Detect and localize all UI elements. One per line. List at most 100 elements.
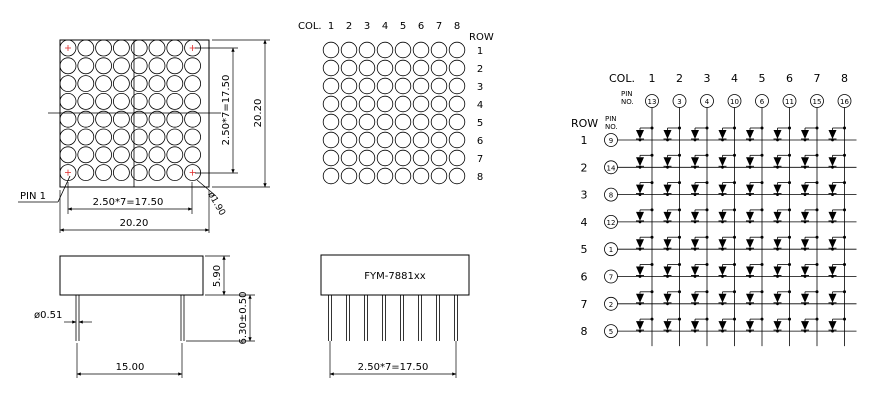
front-dot bbox=[113, 57, 130, 75]
led-triangle bbox=[801, 211, 809, 221]
led-diode bbox=[746, 317, 764, 333]
led-diode bbox=[691, 263, 709, 278]
led-diode bbox=[691, 208, 709, 224]
junction-dot bbox=[803, 329, 807, 333]
pin-dim-label: 2.50*7=17.50 bbox=[358, 362, 429, 373]
led-triangle bbox=[663, 184, 672, 194]
grid-dot bbox=[394, 113, 412, 131]
front-dot bbox=[59, 93, 77, 110]
pin-side-body bbox=[320, 254, 470, 296]
led-triangle bbox=[718, 321, 727, 331]
led-diode bbox=[828, 317, 846, 333]
front-dot bbox=[113, 75, 130, 92]
junction-dot bbox=[803, 193, 807, 197]
led-diode bbox=[746, 263, 764, 278]
col-pin-number: 16 bbox=[840, 98, 849, 106]
front-dot bbox=[59, 146, 77, 164]
grid-dot bbox=[340, 131, 358, 149]
led-triangle bbox=[663, 239, 672, 249]
row-pin-number: 5 bbox=[609, 328, 613, 336]
led-diode bbox=[691, 126, 709, 142]
col-pin-number: 13 bbox=[648, 98, 657, 106]
dot-grid-row-number: 8 bbox=[477, 172, 483, 183]
led-triangle bbox=[801, 293, 809, 303]
schematic-col-number: 5 bbox=[759, 72, 766, 85]
led-triangle bbox=[746, 211, 754, 221]
junction-dot bbox=[748, 247, 752, 251]
dot-grid-row-number: 3 bbox=[477, 82, 483, 93]
front-dot bbox=[130, 146, 148, 164]
junction-dot bbox=[721, 220, 724, 224]
grid-dot bbox=[376, 77, 394, 95]
grid-dot bbox=[412, 167, 430, 185]
front-dot bbox=[130, 164, 148, 182]
led-diode bbox=[828, 263, 846, 278]
led-diode bbox=[663, 153, 681, 169]
side-body bbox=[59, 255, 204, 296]
schematic-col-label: COL. bbox=[609, 72, 635, 85]
schematic-pin-no-top-1: PIN bbox=[621, 90, 633, 98]
grid-dot bbox=[430, 41, 448, 59]
front-dot bbox=[130, 57, 148, 75]
grid-dot bbox=[376, 41, 394, 59]
grid-dot bbox=[394, 59, 412, 77]
led-diode bbox=[746, 126, 764, 142]
front-dot bbox=[77, 75, 95, 92]
row-pin-number: 7 bbox=[609, 274, 613, 282]
front-dot bbox=[184, 128, 202, 146]
front-dot bbox=[148, 146, 166, 164]
row-pin-number: 9 bbox=[609, 137, 613, 145]
grid-dot bbox=[358, 41, 376, 59]
schematic-pin-no-left-1: PIN bbox=[605, 115, 617, 123]
schematic-col-number: 4 bbox=[731, 72, 738, 85]
led-diode bbox=[828, 290, 846, 306]
junction-dot bbox=[831, 220, 834, 224]
led-diode bbox=[746, 290, 764, 306]
led-diode bbox=[663, 126, 681, 142]
front-dot bbox=[166, 128, 184, 146]
led-triangle bbox=[828, 321, 837, 331]
front-dot-grid bbox=[59, 39, 202, 182]
junction-dot bbox=[748, 193, 752, 197]
junction-dot bbox=[666, 275, 669, 278]
front-dot bbox=[184, 75, 202, 92]
led-triangle bbox=[773, 293, 782, 303]
grid-dot bbox=[430, 131, 448, 149]
led-triangle bbox=[773, 211, 782, 221]
led-triangle bbox=[746, 293, 754, 303]
schematic-row-number: 3 bbox=[581, 189, 588, 202]
dot-grid-col-number: 5 bbox=[400, 21, 406, 32]
dot-grid-col-number: 7 bbox=[436, 21, 442, 32]
front-dot bbox=[77, 110, 95, 128]
dot-grid-dots bbox=[322, 41, 466, 185]
led-diode bbox=[828, 153, 846, 169]
grid-dot bbox=[394, 95, 412, 113]
junction-dot bbox=[638, 247, 642, 251]
led-diode bbox=[746, 235, 764, 251]
grid-dot bbox=[448, 77, 466, 95]
grid-dot bbox=[430, 77, 448, 95]
led-diode bbox=[636, 263, 654, 278]
grid-dot bbox=[430, 59, 448, 77]
front-dot bbox=[184, 93, 202, 110]
grid-dot bbox=[430, 167, 448, 185]
junction-dot bbox=[693, 220, 697, 224]
led-diode bbox=[773, 208, 791, 224]
front-dot bbox=[166, 57, 184, 75]
front-dot bbox=[113, 128, 130, 146]
grid-dot bbox=[448, 149, 466, 167]
schematic-row-number: 2 bbox=[581, 161, 588, 174]
led-triangle bbox=[691, 293, 699, 303]
front-dot bbox=[77, 93, 95, 110]
front-dot bbox=[130, 39, 148, 57]
led-diode bbox=[828, 208, 846, 224]
led-triangle bbox=[636, 266, 644, 276]
junction-dot bbox=[638, 165, 642, 169]
schematic-row-number: 1 bbox=[581, 134, 588, 147]
grid-dot bbox=[376, 59, 394, 77]
junction-dot bbox=[831, 165, 834, 169]
led-diode bbox=[801, 153, 819, 169]
